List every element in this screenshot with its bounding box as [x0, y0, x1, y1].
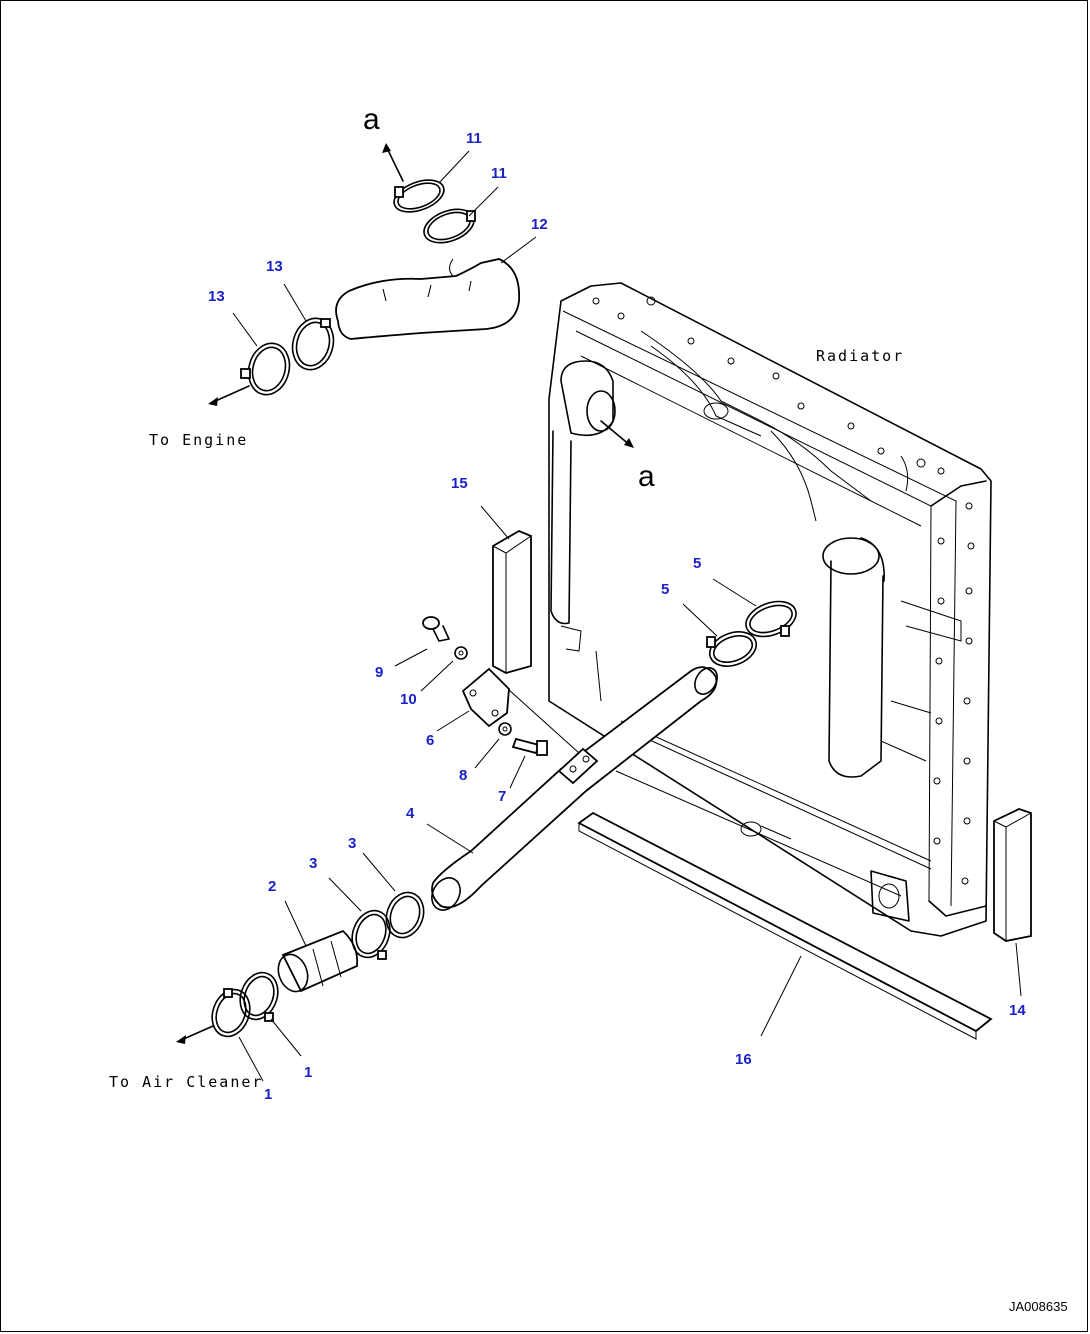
callout-15: 15 [451, 475, 468, 492]
washer-8 [498, 722, 512, 736]
bolt-7 [511, 737, 548, 756]
callout-1-right: 1 [304, 1064, 312, 1081]
hose-clamp-11-lower [423, 208, 476, 244]
callout-3-left: 3 [309, 855, 317, 872]
hose-clamp-3-left [351, 909, 391, 960]
callout-16: 16 [735, 1051, 752, 1068]
leader-lines [232, 150, 1022, 1082]
to-air-cleaner-label: To Air Cleaner [109, 1073, 263, 1091]
upper-hose-12 [335, 258, 521, 340]
hose-clamp-5-lower [706, 631, 758, 667]
callout-10: 10 [400, 691, 417, 708]
callout-11-upper: 11 [466, 130, 482, 147]
callout-5-lower: 5 [661, 581, 669, 598]
seal-14 [993, 808, 1032, 942]
pipe-4 [431, 666, 718, 911]
hose-clamp-1-left [211, 988, 251, 1038]
callout-3-right: 3 [348, 835, 356, 852]
pipe-bracket [498, 680, 599, 785]
callout-7: 7 [498, 788, 506, 805]
hose-clamp-11-upper [393, 179, 445, 213]
seal-15 [492, 529, 532, 674]
callout-6: 6 [426, 732, 434, 749]
callout-1-left: 1 [264, 1086, 272, 1103]
reference-a-top: a [363, 103, 380, 136]
callout-5-upper: 5 [693, 555, 701, 572]
tube-2 [277, 929, 359, 993]
hose-clamp-13-left [240, 342, 291, 396]
hose-clamp-1-right [239, 971, 279, 1022]
callout-11-lower: 11 [491, 165, 507, 182]
callout-13-right: 13 [266, 258, 283, 275]
bolt-9 [422, 616, 450, 642]
arrow-to-air-cleaner [176, 1025, 214, 1044]
radiator-assembly [548, 282, 992, 937]
arrow-from-a-radiator [600, 420, 634, 448]
callout-12: 12 [531, 216, 548, 233]
arrow-to-a [382, 143, 404, 182]
callout-2: 2 [268, 878, 276, 895]
washer-10 [454, 646, 468, 660]
hose-clamp-13-right [291, 317, 335, 371]
hose-clamp-5-upper [745, 600, 797, 638]
callout-8: 8 [459, 767, 467, 784]
hose-clamp-3-right [385, 891, 425, 939]
reference-a-radiator: a [638, 460, 655, 493]
drawing-id: JA008635 [1009, 1299, 1068, 1314]
to-engine-label: To Engine [149, 431, 248, 449]
callout-9: 9 [375, 664, 383, 681]
bracket-6 [461, 667, 510, 728]
callouts: 11 11 12 13 13 15 5 5 9 10 6 8 7 4 3 3 2… [208, 130, 1026, 1103]
seal-16 [577, 811, 993, 1040]
callout-14: 14 [1009, 1002, 1026, 1019]
callout-13-left: 13 [208, 288, 225, 305]
callout-4: 4 [406, 805, 415, 822]
radiator-label: Radiator [816, 347, 904, 365]
arrow-to-engine [208, 385, 250, 406]
